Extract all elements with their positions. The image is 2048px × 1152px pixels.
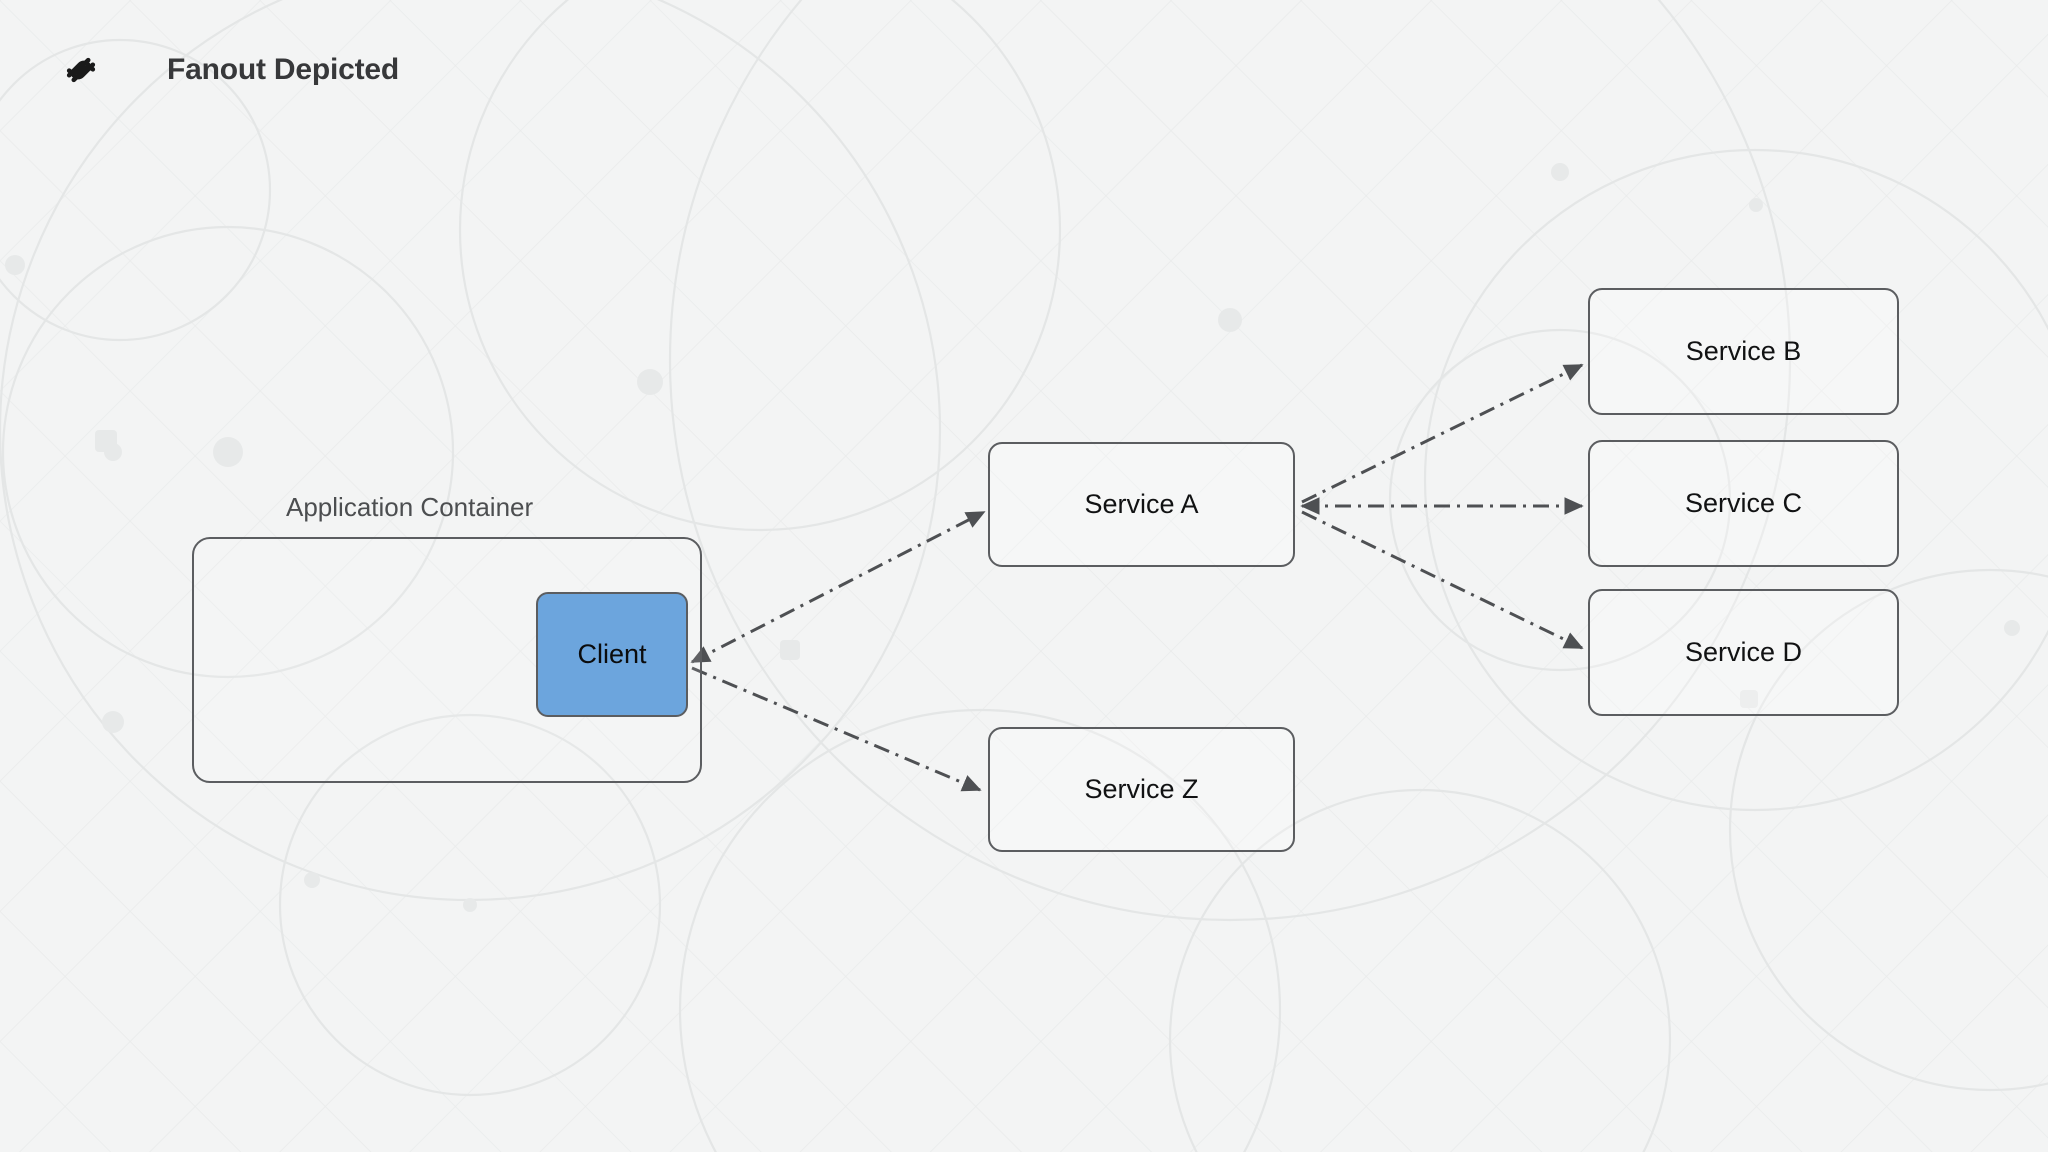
node-service-d-label: Service D	[1684, 637, 1803, 667]
node-service-b-label: Service B	[1685, 336, 1802, 366]
page-title: Fanout Depicted	[167, 53, 400, 86]
edge-client-to-service-a	[690, 510, 986, 664]
node-service-a[interactable]: Service A	[988, 442, 1295, 567]
header: Fanout Depicted	[0, 0, 399, 140]
node-service-z[interactable]: Service Z	[988, 727, 1295, 852]
node-service-a-label: Service A	[1084, 489, 1199, 519]
application-container-label: Application Container	[286, 492, 534, 522]
node-service-c[interactable]: Service C	[1588, 440, 1899, 567]
node-client[interactable]: Client	[536, 592, 688, 717]
squarespace-logo-icon	[66, 57, 96, 83]
node-service-b[interactable]: Service B	[1588, 288, 1899, 415]
node-service-c-label: Service C	[1684, 488, 1803, 518]
edge-service-a-to-service-b	[1301, 363, 1584, 504]
edge-client-to-service-z	[691, 666, 982, 792]
node-service-z-label: Service Z	[1084, 774, 1199, 804]
node-client-label: Client	[577, 639, 647, 669]
node-service-d[interactable]: Service D	[1588, 589, 1899, 716]
edge-service-a-to-service-d	[1301, 510, 1584, 650]
